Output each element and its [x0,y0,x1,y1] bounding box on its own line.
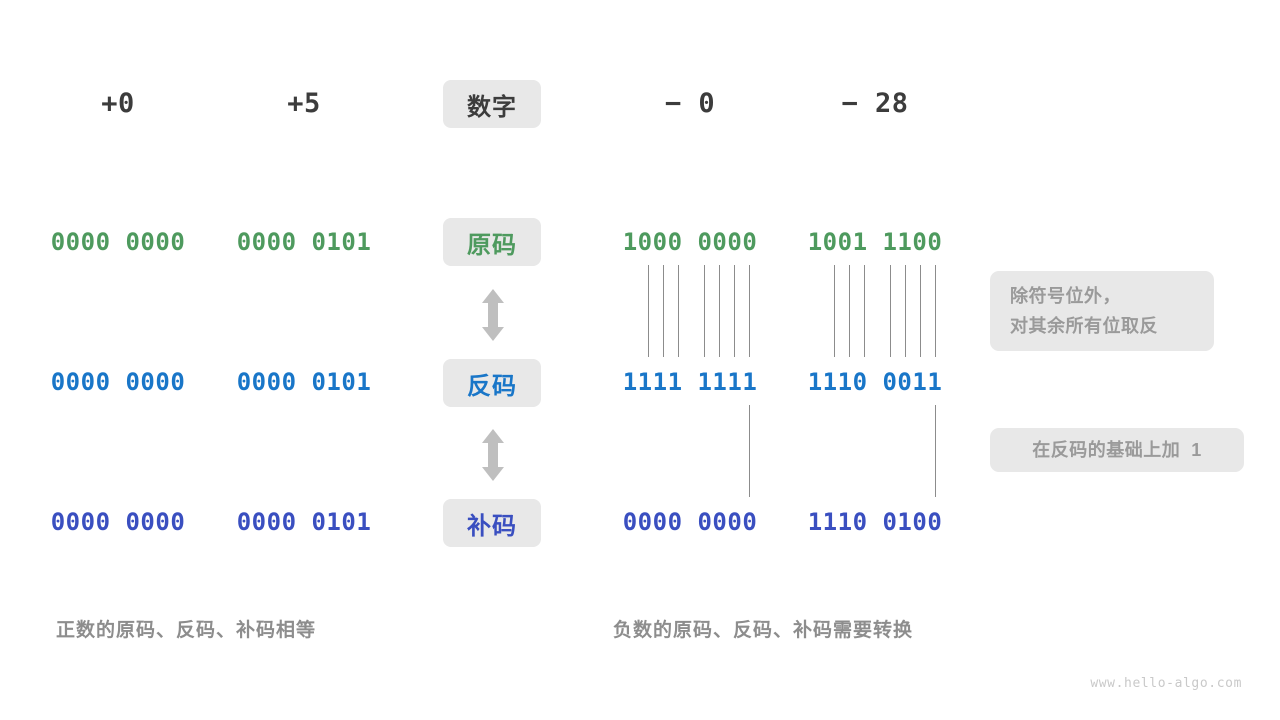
note-invert-bits: 除符号位外， 对其余所有位取反 [990,271,1214,351]
connector-line-carry-minus-zero [749,405,750,497]
arrow-ones-to-twos-icon [478,428,508,482]
bits-twos-complement-plus-five: 0000 0101 [236,508,372,536]
row-label-true-form: 原码 [443,218,541,266]
bits-true-form-plus-zero: 0000 0000 [50,228,186,256]
caption-positive-numbers: 正数的原码、反码、补码相等 [56,620,317,641]
bits-twos-complement-minus-zero: 0000 0000 [622,508,758,536]
column-header-plus-zero: +0 [101,88,135,119]
connector-line-minus-twentyeight-bit8 [935,265,936,357]
connector-line-minus-zero-bit2 [648,265,649,357]
bits-twos-complement-minus-twentyeight: 1110 0100 [807,508,943,536]
arrow-true-to-ones-icon [478,288,508,342]
note-invert-line-2: 对其余所有位取反 [1010,316,1158,336]
note-invert-line-1: 除符号位外， [1010,286,1121,306]
caption-negative-numbers: 负数的原码、反码、补码需要转换 [613,620,914,641]
bits-ones-complement-minus-twentyeight: 1110 0011 [807,368,943,396]
bits-ones-complement-plus-five: 0000 0101 [236,368,372,396]
connector-line-minus-zero-bit3 [663,265,664,357]
column-header-plus-five: +5 [287,88,321,119]
row-label-twos-complement: 补码 [443,499,541,547]
connector-line-minus-zero-bit5 [704,265,705,357]
connector-line-carry-minus-twentyeight [935,405,936,497]
bits-twos-complement-plus-zero: 0000 0000 [50,508,186,536]
connector-line-minus-twentyeight-bit6 [905,265,906,357]
bits-true-form-plus-five: 0000 0101 [236,228,372,256]
row-label-ones-complement: 反码 [443,359,541,407]
connector-line-minus-twentyeight-bit4 [864,265,865,357]
connector-line-minus-twentyeight-bit7 [920,265,921,357]
connector-line-minus-zero-bit6 [719,265,720,357]
bits-true-form-minus-twentyeight: 1001 1100 [807,228,943,256]
bits-ones-complement-plus-zero: 0000 0000 [50,368,186,396]
column-header-minus-zero: − 0 [664,88,716,119]
connector-line-minus-twentyeight-bit5 [890,265,891,357]
connector-line-minus-zero-bit7 [734,265,735,357]
connector-line-minus-zero-bit4 [678,265,679,357]
bits-true-form-minus-zero: 1000 0000 [622,228,758,256]
note-add-one: 在反码的基础上加 1 [990,428,1244,472]
column-header-minus-twentyeight: − 28 [841,88,909,119]
bits-ones-complement-minus-zero: 1111 1111 [622,368,758,396]
connector-line-minus-zero-bit8 [749,265,750,357]
row-label-number: 数字 [443,80,541,128]
watermark: www.hello-algo.com [1090,676,1242,691]
connector-line-minus-twentyeight-bit2 [834,265,835,357]
note-add-one-text: 在反码的基础上加 1 [1032,440,1202,460]
connector-line-minus-twentyeight-bit3 [849,265,850,357]
